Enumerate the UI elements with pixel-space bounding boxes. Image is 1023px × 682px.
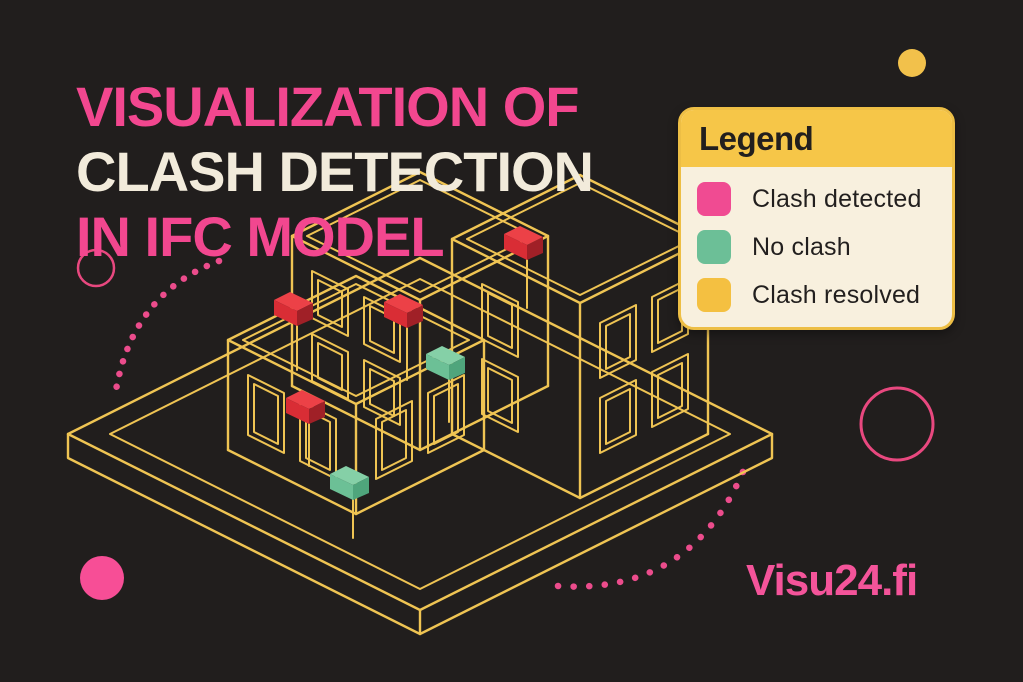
clash-detected-swatch (697, 182, 731, 216)
legend-item-label: Clash resolved (752, 280, 921, 309)
base-platform (66, 256, 774, 636)
dotted-arc-left (112, 257, 223, 394)
clash-marker-layer (274, 226, 543, 539)
legend-item-no-clash: No clash (697, 230, 936, 264)
marker-no-clash (330, 466, 369, 539)
title-line-2: CLASH DETECTION (76, 139, 594, 203)
page-title: VISUALIZATION OF CLASH DETECTION IN IFC … (76, 74, 594, 269)
legend-item-label: No clash (752, 232, 851, 261)
marker-clash-detected (286, 390, 325, 467)
decorations (76, 49, 935, 600)
marker-no-clash (426, 346, 465, 423)
pink-dot (80, 556, 124, 600)
clash-resolved-swatch (697, 278, 731, 312)
legend-item-clash-detected: Clash detected (697, 182, 936, 216)
legend-panel: Legend Clash detected No clash Clash res… (678, 107, 955, 330)
brand-logo-text: Visu24.fi (746, 556, 918, 605)
dotted-arc-right (554, 463, 749, 590)
title-line-1: VISUALIZATION OF (76, 74, 580, 138)
title-line-3: IN IFC MODEL (76, 204, 445, 268)
marker-clash-detected (384, 294, 423, 381)
pink-ring-large (859, 386, 935, 462)
legend-item-label: Clash detected (752, 184, 922, 213)
pink-ring-small (76, 248, 116, 288)
yellow-dot (898, 49, 926, 77)
building-block-right (450, 173, 710, 500)
windows-right-block (481, 278, 689, 454)
marker-clash-detected (504, 226, 543, 309)
legend-body: Clash detected No clash Clash resolved (681, 167, 952, 312)
legend-header: Legend (681, 110, 952, 167)
legend-item-clash-resolved: Clash resolved (697, 278, 936, 312)
marker-clash-detected (274, 292, 313, 371)
no-clash-swatch (697, 230, 731, 264)
legend-title: Legend (699, 119, 814, 157)
